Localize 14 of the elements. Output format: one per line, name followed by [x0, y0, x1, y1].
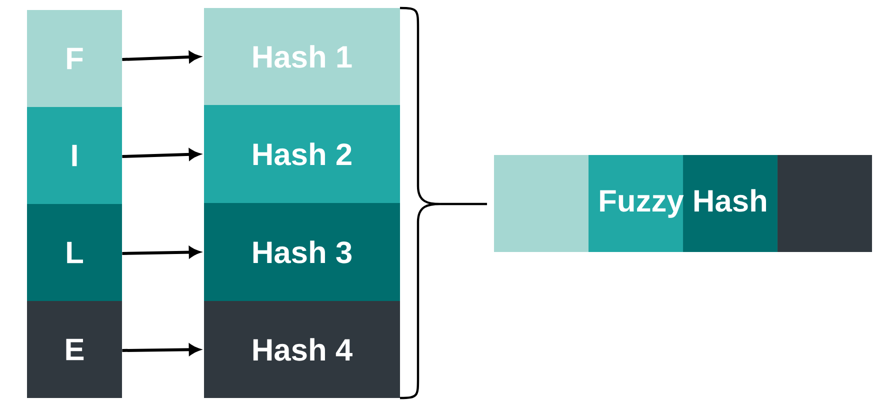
hash-box: Hash 3: [204, 203, 400, 301]
hash-box: Hash 1: [204, 8, 400, 105]
arrow: [122, 148, 200, 160]
fuzzy-hash-bar: Fuzzy Hash: [494, 155, 872, 252]
letter-box: E: [27, 301, 122, 398]
arrow: [122, 51, 200, 63]
letter-box: I: [27, 107, 122, 204]
letter-box: F: [27, 10, 122, 107]
hash-box: Hash 4: [204, 301, 400, 398]
hash-box: Hash 2: [204, 105, 400, 203]
letter-box: L: [27, 204, 122, 301]
node-label: Fuzzy Hash: [600, 189, 766, 218]
arrow: [122, 344, 200, 356]
arrow: [122, 246, 200, 258]
